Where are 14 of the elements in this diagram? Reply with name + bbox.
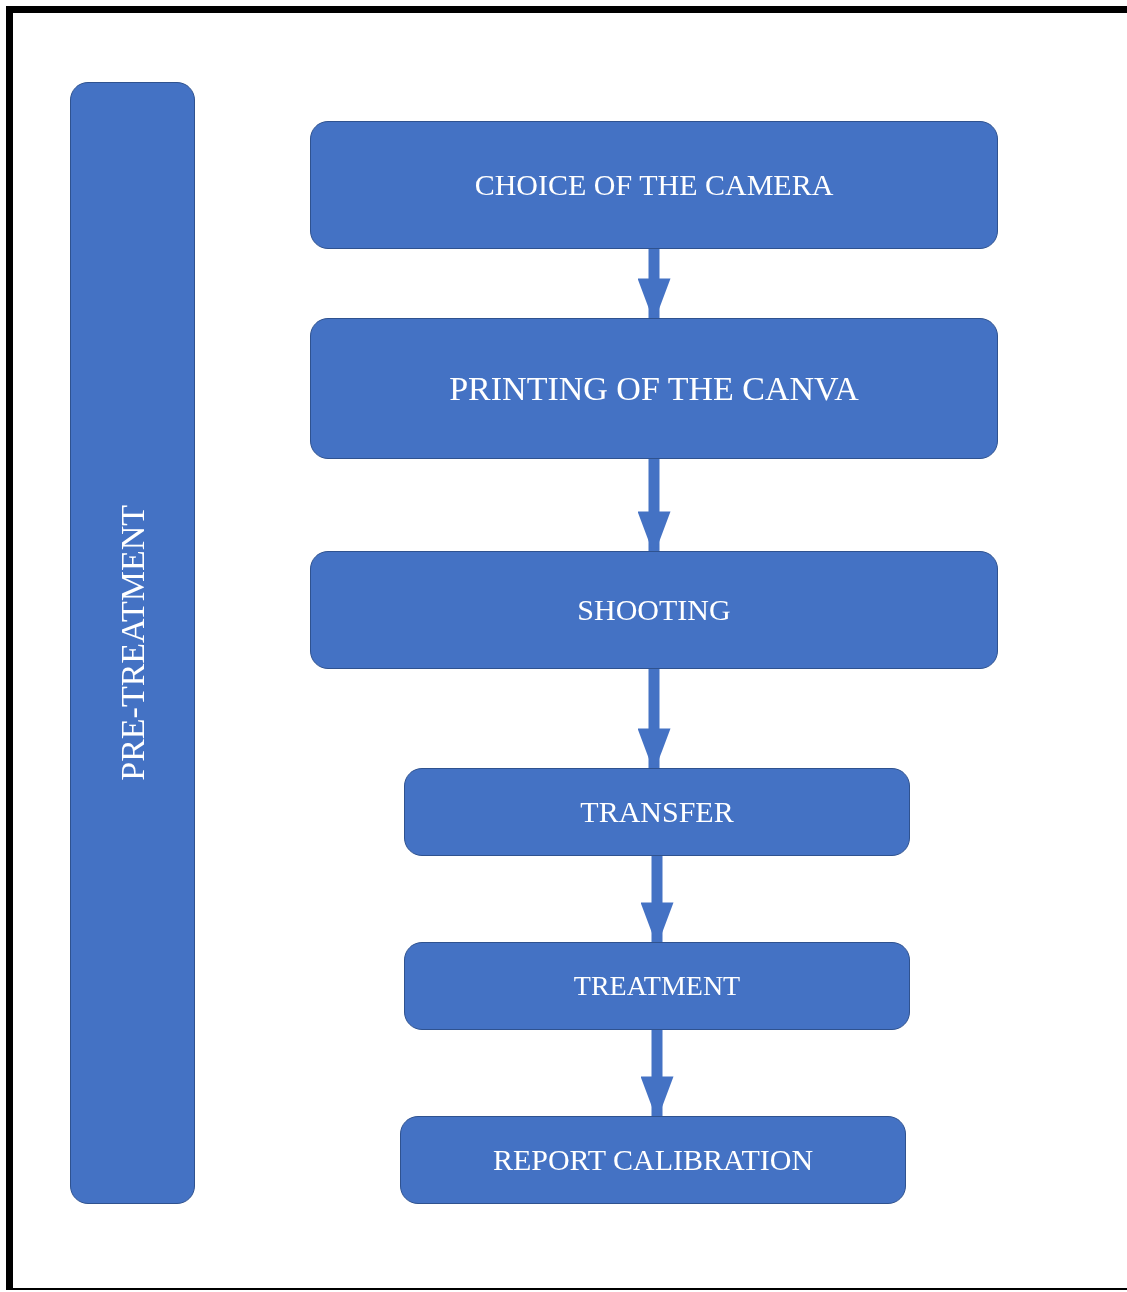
process-box <box>310 551 998 669</box>
process-box <box>404 942 910 1030</box>
process-box <box>310 318 998 459</box>
step-label: CHOICE OF THE CAMERA <box>474 167 834 203</box>
process-box <box>404 768 910 856</box>
stage-bar <box>70 82 195 1204</box>
process-box <box>400 1116 906 1204</box>
step-label: TRANSFER <box>580 794 734 830</box>
process-box <box>310 121 998 249</box>
step-label: REPORT CALIBRATION <box>492 1142 814 1178</box>
step-label: TREATMENT <box>573 969 741 1003</box>
step-label: PRE-TREATMENT <box>112 505 152 781</box>
step-label: PRINTING OF THE CANVA <box>449 368 859 409</box>
step-label: SHOOTING <box>577 592 731 628</box>
